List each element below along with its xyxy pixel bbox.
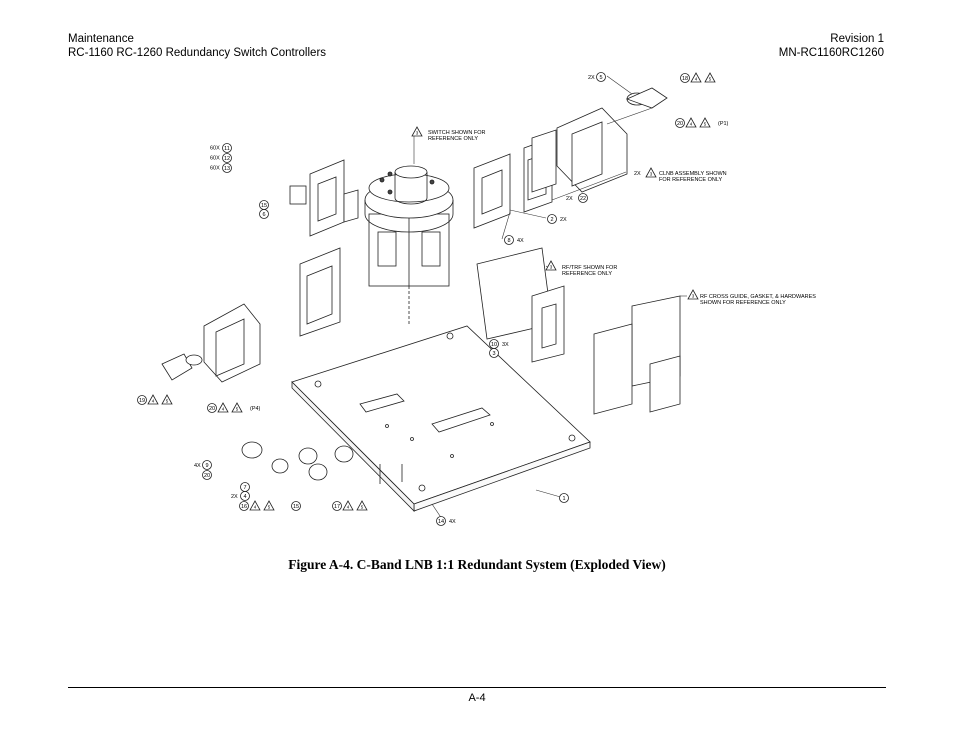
rf-trf-assembly [476,247,681,415]
header-right: Revision 1 MN-RC1160RC1260 [779,33,884,60]
header-document-number: MN-RC1160RC1260 [778,46,884,59]
qty-label: 2X [231,494,238,500]
qty-label: 2X [588,75,595,81]
callout-19: 19 [139,398,145,404]
qty-label: 60X [210,156,220,162]
qty-label: 60X [210,166,220,172]
callout-18: 18 [682,76,688,82]
callout-3: 3 [492,351,495,357]
lnb-top-right [531,87,668,193]
callout-20: 20 [677,121,683,127]
callout-3: 3 [416,131,419,136]
waveguide-switch [364,165,454,324]
callout-15: 15 [261,203,267,209]
crossguide-note-line1: RF CROSS GUIDE, GASKET, & HARDWARES [700,294,816,300]
qty-label: 2X [566,196,573,202]
qty-label: 4X [449,519,456,525]
callout-5: 5 [704,122,707,127]
callout-9: 9 [205,463,208,469]
callout-4: 4 [347,505,350,510]
rftrf-note-line2: REFERENCE ONLY [562,271,612,277]
callout-11: 11 [224,146,230,152]
base-plate [291,325,591,512]
header-document-title: RC-1160 RC-1260 Redundancy Switch Contro… [68,46,327,59]
callout-5: 5 [236,407,239,412]
header-revision: Revision 1 [830,33,884,45]
qty-label: 4X [194,463,201,469]
callout-1: 1 [562,496,565,502]
port-tag-p4: (P4) [250,406,261,412]
callout-20: 20 [204,473,210,479]
callout-12: 12 [224,156,230,162]
footer-rule [68,687,886,688]
callout-4: 4 [690,122,693,127]
connector-hardware [241,441,403,484]
qty-label: 3X [502,342,509,348]
callout-7: 7 [243,485,246,491]
callout-4: 4 [222,407,225,412]
qty-label: 2X [560,217,567,223]
port-tag-p1: (P1) [718,121,729,127]
callout-4: 4 [152,399,155,404]
header-section-title: Maintenance [68,33,134,45]
page-number: A-4 [468,692,486,704]
switch-note-line1: SWITCH SHOWN FOR [428,130,485,136]
switch-note-line2: REFERENCE ONLY [428,136,478,142]
left-flange [289,159,359,237]
figure-caption: Figure A-4. C-Band LNB 1:1 Redundant Sys… [288,557,666,572]
exploded-view-drawing: 2X 5 18 4 5 20 4 5 (P1) 3 SWITCH SHOWN F… [137,72,816,526]
callout-5: 5 [166,399,169,404]
qty-label: 4X [517,238,524,244]
callout-3: 3 [550,265,553,270]
header-left: Maintenance RC-1160 RC-1260 Redundancy S… [68,33,326,60]
callout-6: 6 [262,212,265,218]
qty-label: 2X [634,171,641,177]
callout-10: 10 [491,342,497,348]
callout-22: 22 [580,196,586,202]
callout-13: 13 [224,166,230,172]
clnb-note-line1: CLNB ASSEMBLY SHOWN [659,171,727,177]
lnb-lower-left [161,247,341,383]
callout-4: 4 [254,505,257,510]
callout-5: 5 [599,75,602,81]
callout-4: 4 [695,77,698,82]
callout-15: 15 [293,504,299,510]
callout-4: 4 [243,494,246,500]
qty-label: 60X [210,146,220,152]
callout-5: 5 [361,505,364,510]
callout-14: 14 [438,519,444,525]
callout-2: 2 [550,217,553,223]
callout-3: 3 [650,172,653,177]
rftrf-note-line1: RF/TRF SHOWN FOR [562,265,617,271]
callout-5: 5 [268,505,271,510]
callout-3: 3 [692,294,695,299]
crossguide-note-line2: SHOWN FOR REFERENCE ONLY [700,300,786,306]
clnb-note-line2: FOR REFERENCE ONLY [659,177,722,183]
callout-16: 16 [241,504,247,510]
callout-8: 8 [507,238,510,244]
callout-20: 20 [209,406,215,412]
callout-5: 5 [709,77,712,82]
callout-17: 17 [334,504,340,510]
